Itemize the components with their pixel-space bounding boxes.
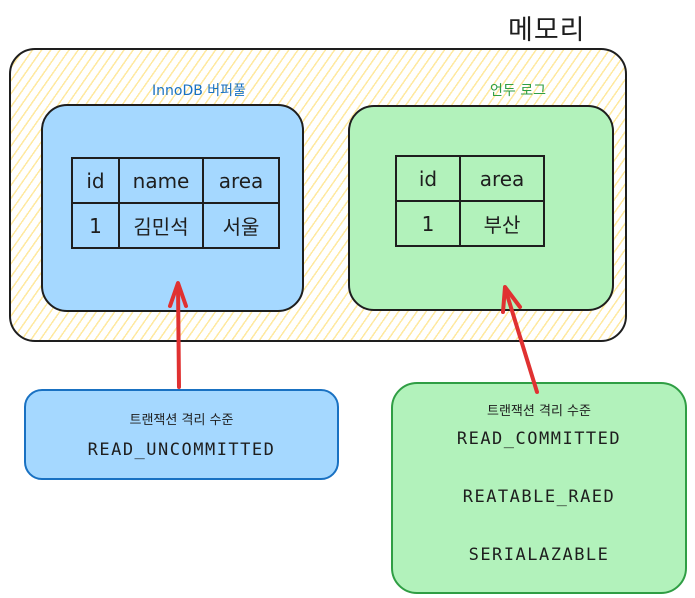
header-cell-id: id xyxy=(71,157,120,204)
cell-name: 김민석 xyxy=(118,202,204,249)
table-row: 1 부산 xyxy=(395,200,545,247)
header-cell-area: area xyxy=(202,157,280,204)
table-header-row: id name area xyxy=(71,157,280,204)
isolation-level: READ_UNCOMMITTED xyxy=(87,440,276,460)
isolation-level: REATABLE_RAED xyxy=(462,487,616,507)
table-row: 1 김민석 서울 xyxy=(71,202,280,249)
header-cell-id: id xyxy=(395,155,461,202)
isolation-level: READ_COMMITTED xyxy=(456,429,622,449)
buffer-pool-label: InnoDB 버퍼풀 xyxy=(152,83,246,99)
undo-log-table: id area 1 부산 xyxy=(395,155,545,247)
header-cell-area: area xyxy=(459,155,545,202)
arrow-others-to-undo xyxy=(501,285,539,394)
buffer-pool-table: id name area 1 김민석 서울 xyxy=(71,157,280,249)
cell-id: 1 xyxy=(395,200,461,247)
cell-area: 서울 xyxy=(202,202,280,249)
cell-id: 1 xyxy=(71,202,120,249)
arrow-uncommitted-to-buffer xyxy=(168,281,188,389)
isolation-title: 트랜잭션 격리 수준 xyxy=(129,413,234,428)
isolation-title: 트랜잭션 격리 수준 xyxy=(487,404,591,419)
isolation-level: SERIALAZABLE xyxy=(468,545,610,565)
table-header-row: id area xyxy=(395,155,545,202)
undo-log-label: 언두 로그 xyxy=(490,83,546,99)
isolation-level-box-uncommitted: 트랜잭션 격리 수준 READ_UNCOMMITTED xyxy=(24,389,339,480)
memory-title: 메모리 xyxy=(508,15,586,46)
cell-area: 부산 xyxy=(459,200,545,247)
header-cell-name: name xyxy=(118,157,204,204)
isolation-level-box-others: 트랜잭션 격리 수준 READ_COMMITTED REATABLE_RAED … xyxy=(391,382,687,594)
